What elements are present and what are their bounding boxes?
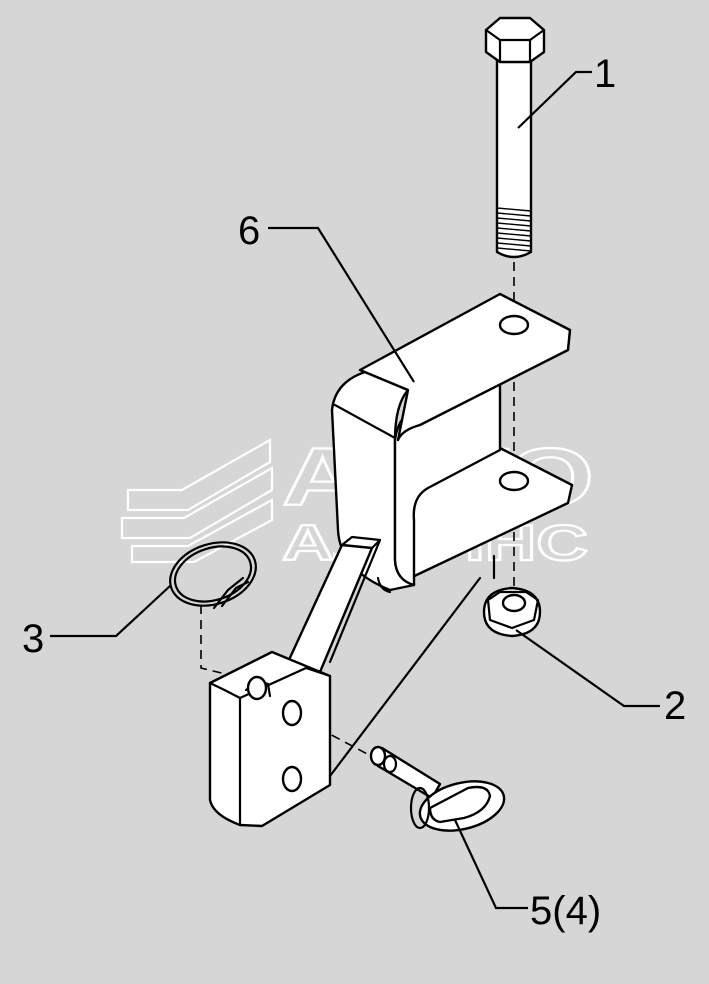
callout-1-label: 1	[594, 52, 616, 96]
callouts: 1 6 3 2 5(4)	[22, 52, 686, 933]
callout-3-label: 3	[22, 617, 44, 661]
bracket	[330, 292, 574, 594]
callout-6-leader	[268, 226, 415, 383]
bracket-lower-hole	[498, 470, 530, 492]
pin	[369, 745, 506, 832]
callout-6-label: 6	[238, 209, 260, 253]
bolt-threads	[496, 207, 532, 252]
nut	[482, 586, 542, 638]
callout-2-leader	[515, 629, 660, 708]
clevis-block	[208, 650, 332, 828]
retaining-ring	[169, 541, 257, 610]
nut-hole	[501, 593, 527, 613]
clevis-side-hole	[246, 675, 268, 701]
pin-head-slot	[428, 785, 492, 824]
clevis-body	[208, 650, 332, 828]
clevis-front-hole-lower	[281, 765, 303, 793]
callout-5-label: 5(4)	[530, 889, 601, 933]
callout-1-leader	[517, 70, 592, 129]
watermark-logo	[120, 438, 274, 564]
bracket-upper-hole	[498, 314, 530, 336]
clevis-front-hole-upper	[281, 699, 303, 727]
bolt-shank	[495, 58, 533, 259]
callout-2-label: 2	[664, 684, 686, 728]
link-rod	[328, 576, 482, 778]
callout-5-leader	[454, 819, 528, 910]
callout-3-leader	[50, 585, 171, 638]
bolt	[484, 16, 546, 259]
